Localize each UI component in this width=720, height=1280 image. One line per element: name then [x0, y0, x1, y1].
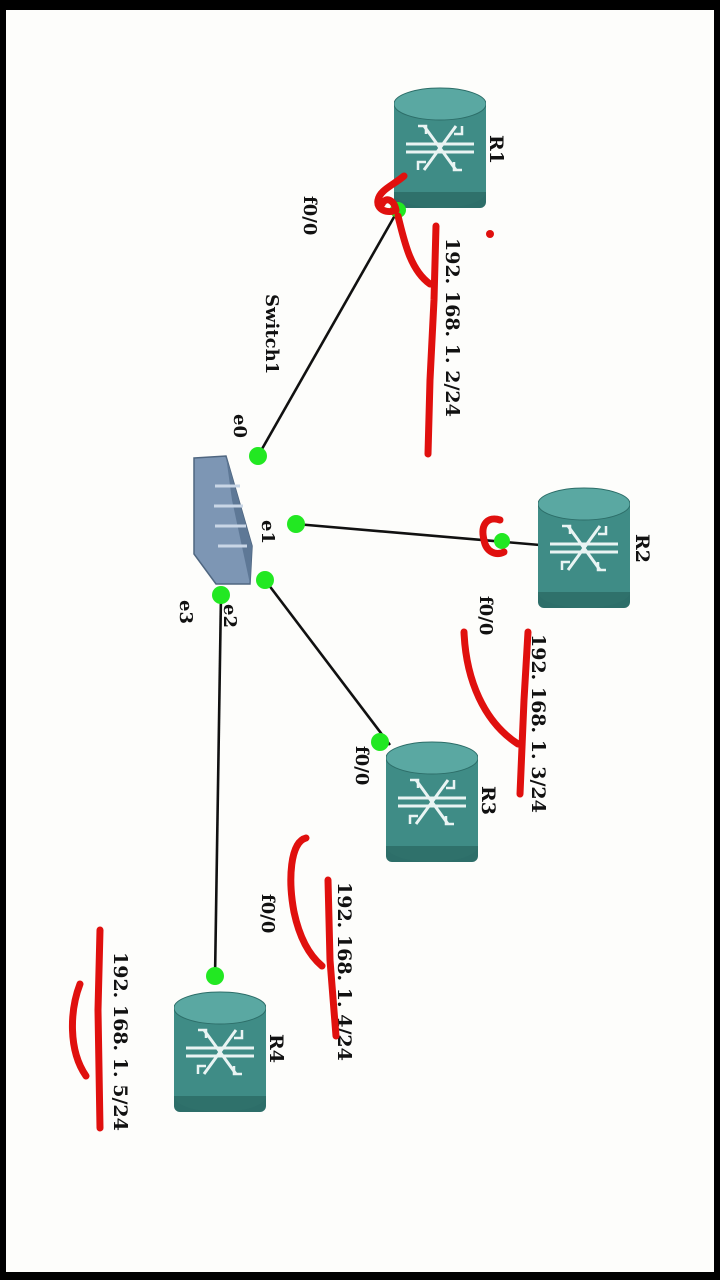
r4-port-label: f0/0	[257, 894, 278, 933]
router-r3-label: R3	[477, 786, 499, 815]
port-dot-e1	[287, 515, 305, 533]
port-dot-r4	[206, 967, 224, 985]
red-annotations	[69, 172, 532, 1132]
annotation-r2-mark	[460, 628, 532, 798]
port-dot-e3	[212, 586, 230, 604]
port-label-e0: e0	[229, 414, 250, 438]
annotation-r2-bracket	[479, 515, 508, 557]
r1-ip-address: 192. 168. 1. 2/24	[441, 238, 463, 417]
r3-port-label: f0/0	[351, 746, 372, 785]
port-dot-e0	[249, 447, 267, 465]
router-r1-icon[interactable]	[394, 86, 486, 210]
port-dot-r2	[494, 533, 510, 549]
link-r1-e0	[256, 209, 400, 457]
annotation-dot	[486, 230, 494, 238]
switch1[interactable]	[193, 455, 253, 585]
diagram-canvas	[6, 10, 714, 1272]
router-r2-label: R2	[631, 534, 653, 563]
router-r3-icon[interactable]	[386, 740, 478, 864]
annotation-r1-mark	[394, 212, 440, 458]
link-r4-e3	[213, 594, 223, 979]
port-label-e3: e3	[175, 600, 196, 624]
port-label-e2: e2	[219, 604, 240, 628]
router-r4-icon[interactable]	[174, 990, 266, 1114]
r1-port-label: f0/0	[299, 196, 320, 235]
labels: R1 R2 R3 R4 Switch1 e0 e1 e2 e3 f0/0 f0/…	[109, 135, 653, 1131]
router-r2-icon[interactable]	[538, 486, 630, 610]
router-r1-label: R1	[485, 135, 507, 164]
r2-ip-address: 192. 168. 1. 3/24	[527, 634, 549, 813]
annotation-r4-mark	[69, 926, 104, 1132]
link-r3-e2	[263, 579, 392, 746]
port-label-e1: e1	[257, 520, 278, 544]
router-r4-label: R4	[265, 1034, 287, 1063]
r3-ip-address: 192. 168. 1. 4/24	[333, 882, 355, 1061]
port-dot-r3	[371, 733, 389, 751]
r2-port-label: f0/0	[475, 596, 496, 635]
switch-label: Switch1	[261, 294, 282, 374]
port-dot-e2	[256, 571, 274, 589]
r4-ip-address: 192. 168. 1. 5/24	[109, 952, 131, 1131]
annotation-r3-mark	[287, 834, 340, 1040]
port-dots	[206, 202, 510, 985]
annotation-r1-bracket	[374, 172, 408, 216]
